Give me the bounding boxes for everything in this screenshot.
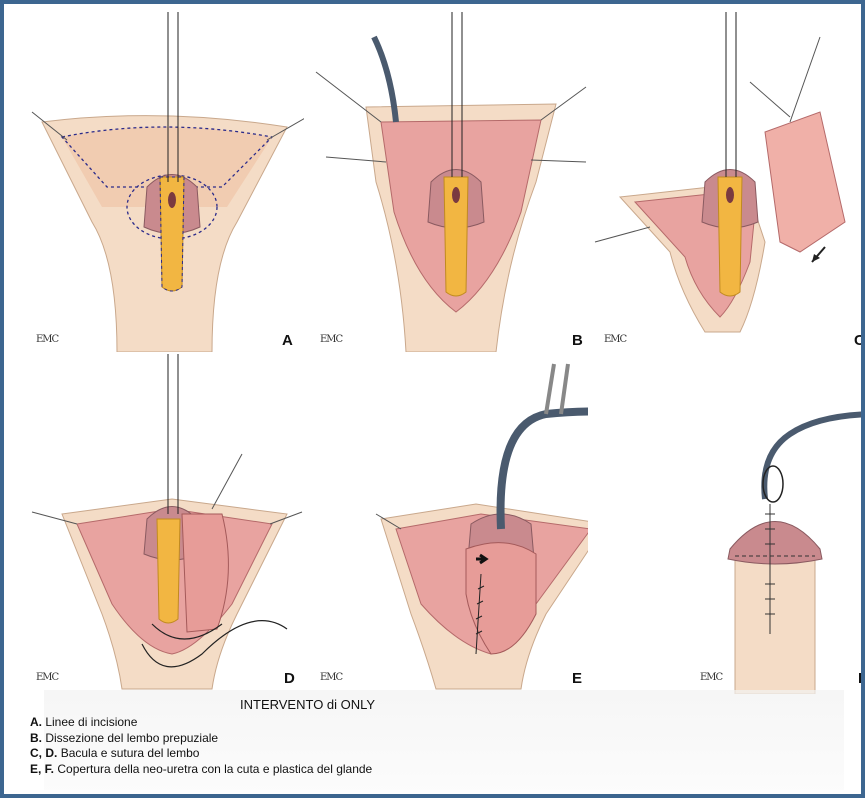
panel-c-label: C xyxy=(854,332,865,349)
panel-e-watermark: EMC xyxy=(320,672,342,683)
panel-e-illustration xyxy=(306,354,588,694)
legend-text: Copertura della neo-uretra con la cuta e… xyxy=(57,762,372,776)
panel-d: EMC D xyxy=(22,354,304,694)
legend-text: Linee di incisione xyxy=(45,715,137,729)
panel-a: EMC A xyxy=(22,12,304,352)
panel-d-illustration xyxy=(22,354,304,694)
legend-key: A. xyxy=(30,715,42,729)
panel-e-label: E xyxy=(572,670,582,687)
panel-b: EMC B xyxy=(306,12,588,352)
legend: A. Linee di incisione B. Dissezione del … xyxy=(30,715,372,777)
panel-f-label: F xyxy=(858,670,865,687)
panel-b-illustration xyxy=(306,12,588,352)
legend-item-a: A. Linee di incisione xyxy=(30,715,372,731)
legend-key: C, D. xyxy=(30,746,57,760)
panel-a-illustration xyxy=(22,12,304,352)
legend-item-b: B. Dissezione del lembo prepuziale xyxy=(30,731,372,747)
panel-f: EMC F xyxy=(590,354,865,694)
panel-f-watermark: EMC xyxy=(700,672,722,683)
legend-text: Bacula e sutura del lembo xyxy=(61,746,200,760)
legend-item-cd: C, D. Bacula e sutura del lembo xyxy=(30,746,372,762)
panel-c-illustration xyxy=(590,12,865,352)
panel-d-label: D xyxy=(284,670,295,687)
panel-b-label: B xyxy=(572,332,583,349)
legend-key: E, F. xyxy=(30,762,54,776)
panel-e: EMC E xyxy=(306,354,588,694)
panel-d-watermark: EMC xyxy=(36,672,58,683)
panel-a-label: A xyxy=(282,332,293,349)
caption-title: INTERVENTO di ONLY xyxy=(240,697,375,712)
panel-b-watermark: EMC xyxy=(320,334,342,345)
legend-text: Dissezione del lembo prepuziale xyxy=(45,731,218,745)
legend-key: B. xyxy=(30,731,42,745)
panel-f-illustration xyxy=(590,354,865,694)
legend-item-ef: E, F. Copertura della neo-uretra con la … xyxy=(30,762,372,778)
panel-a-watermark: EMC xyxy=(36,334,58,345)
panel-c-watermark: EMC xyxy=(604,334,626,345)
panel-c: EMC C xyxy=(590,12,865,352)
